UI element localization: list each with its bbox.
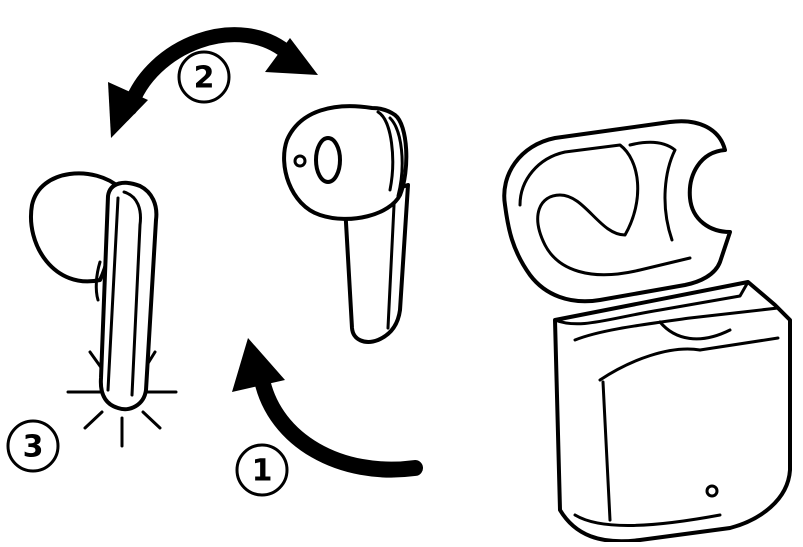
step-2-label: 2 [194, 61, 215, 96]
step-number-1: 1 [237, 445, 287, 495]
step-number-2: 2 [179, 52, 229, 102]
step-number-3: 3 [8, 421, 58, 471]
earbud-icon [284, 106, 408, 342]
step-1-label: 1 [252, 454, 273, 489]
earbud-icon [31, 173, 176, 446]
charging-case-icon [504, 121, 790, 541]
step-3-label: 3 [23, 430, 44, 465]
